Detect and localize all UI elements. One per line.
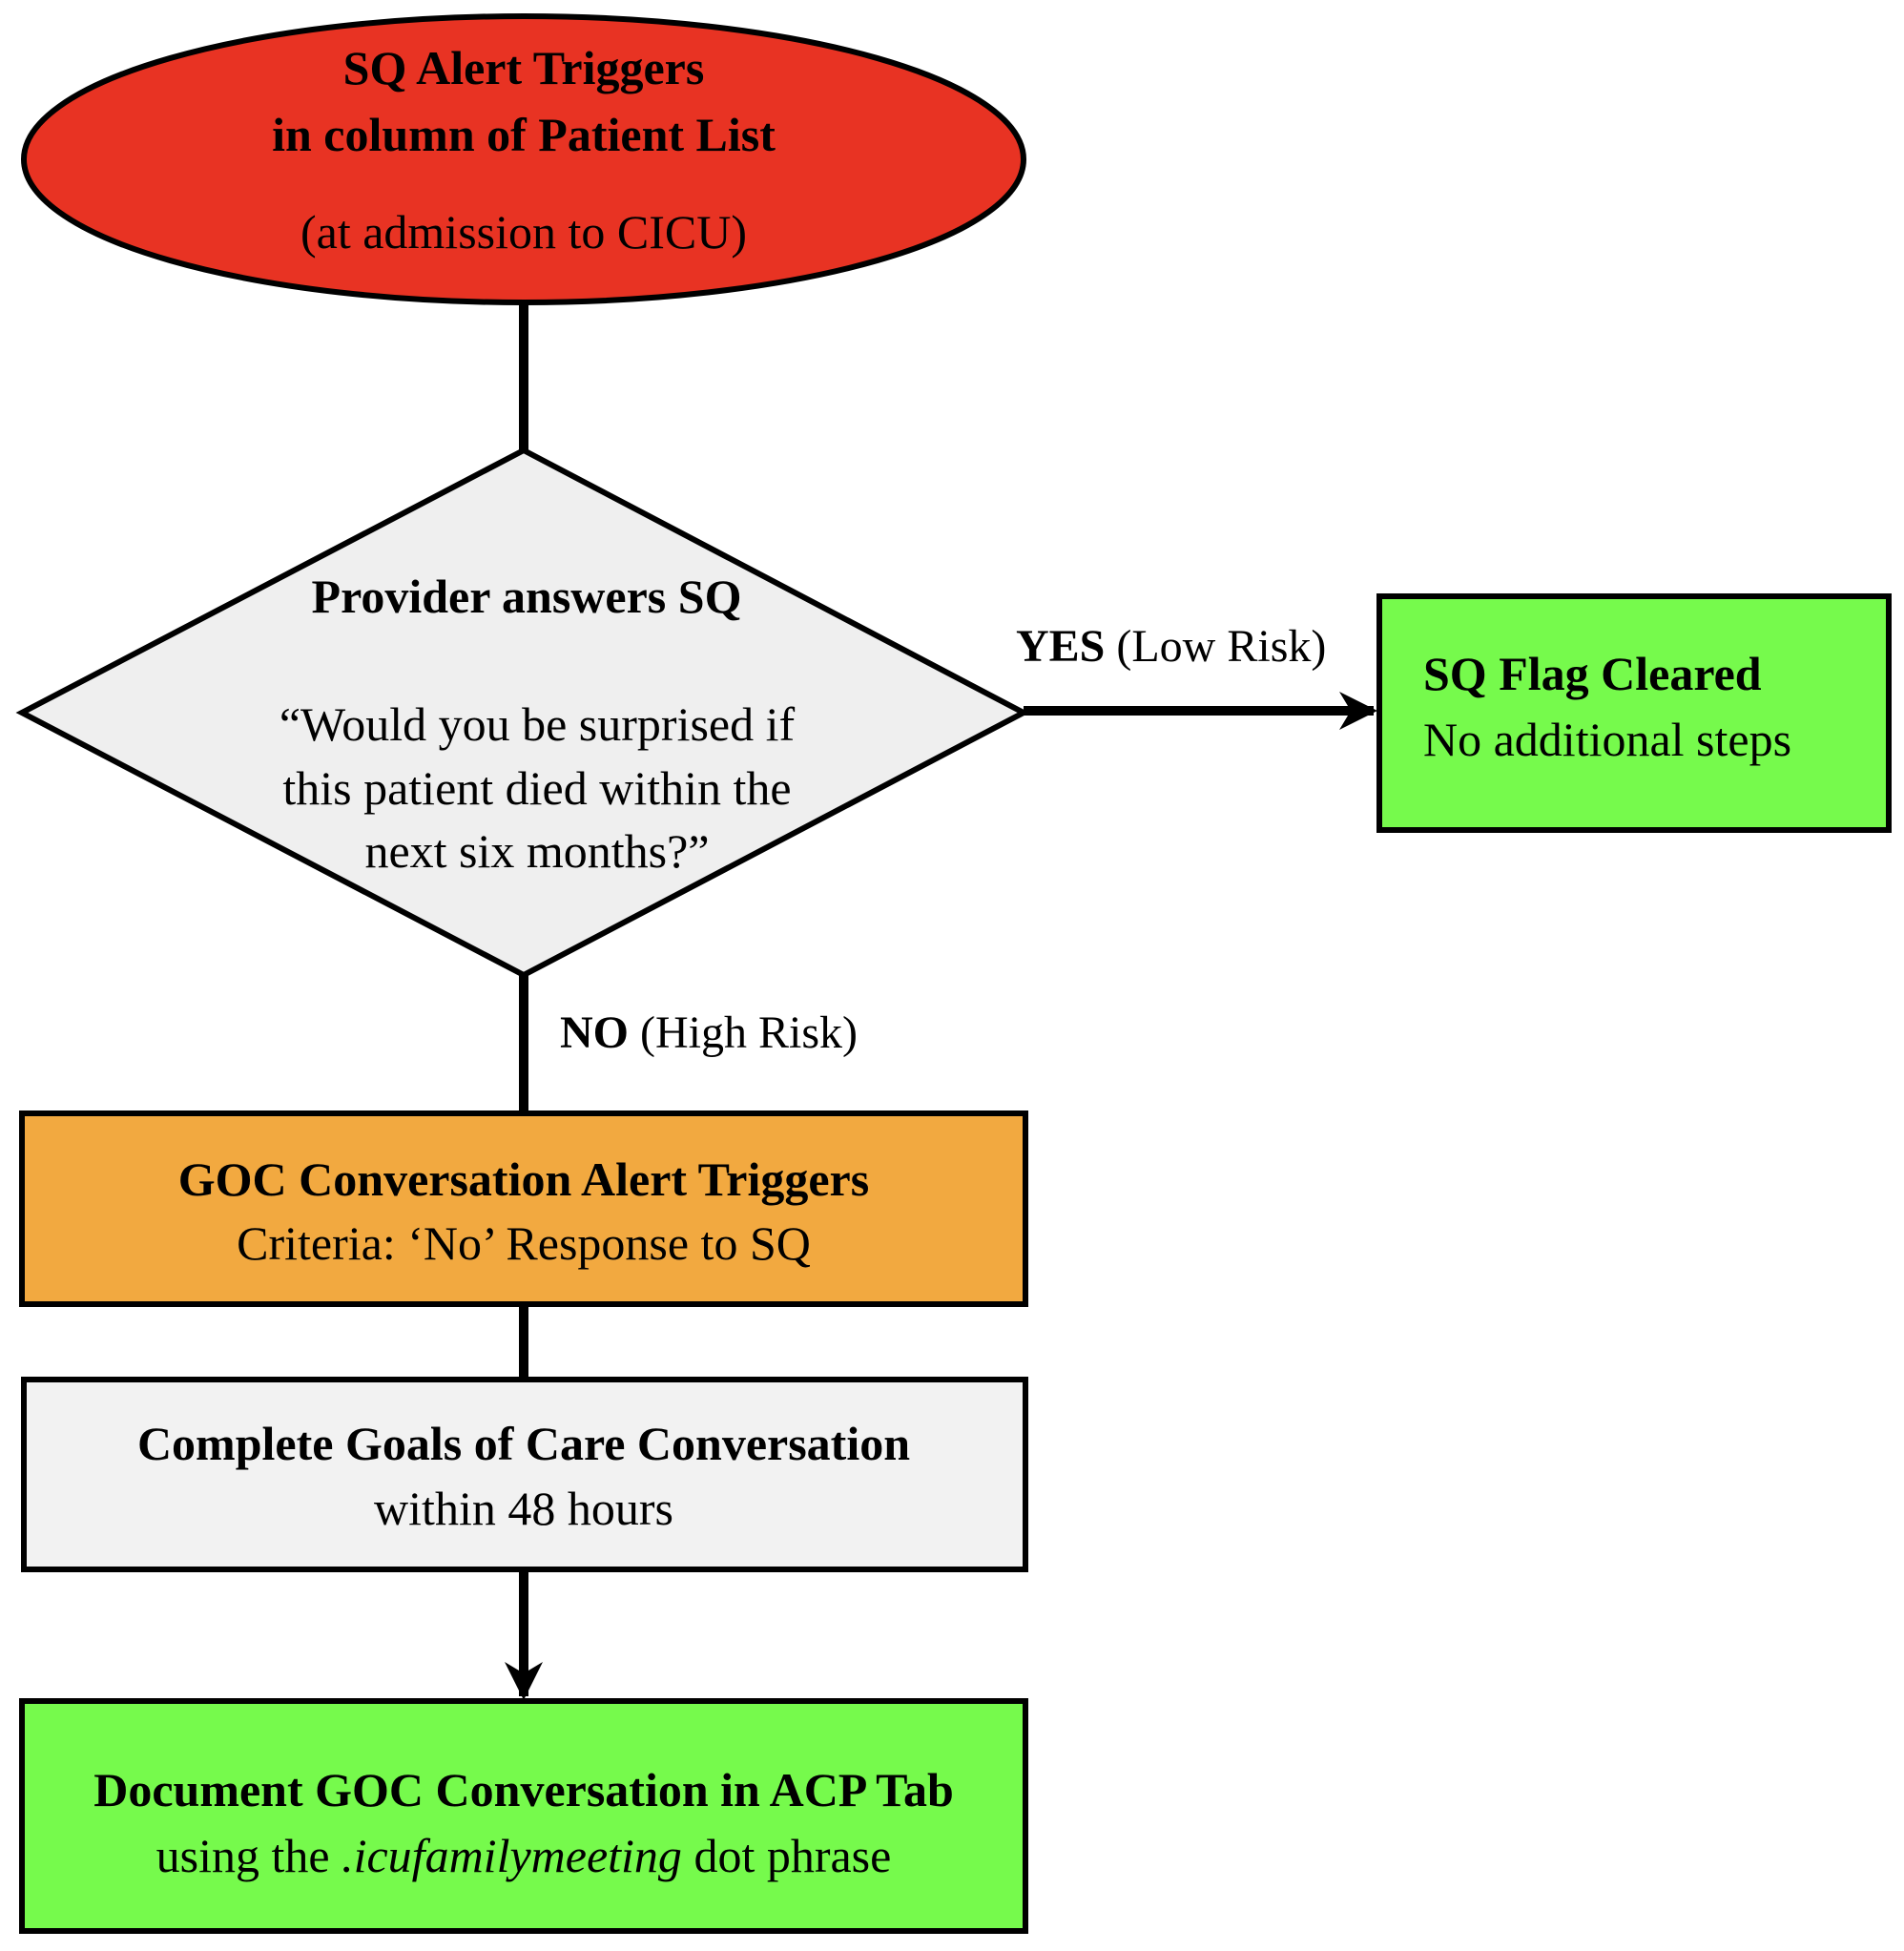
- edge-label-no: NO (High Risk): [560, 1007, 858, 1058]
- edge-label-yes: YES (Low Risk): [1016, 621, 1326, 672]
- goc-alert-subtitle: Criteria: ‘No’ Response to SQ: [237, 1216, 811, 1270]
- decision-question-line2: this patient died within the: [282, 761, 791, 815]
- edge-label-no-rest: (High Risk): [629, 1007, 858, 1058]
- start-ellipse: [21, 13, 1026, 305]
- cleared-title: SQ Flag Cleared: [1423, 647, 1762, 700]
- cleared-box: [1376, 593, 1892, 833]
- complete-subtitle: within 48 hours: [374, 1482, 673, 1535]
- node-decision: Provider answers SQ “Would you be surpri…: [15, 446, 1030, 979]
- edge-label-yes-bold: YES: [1016, 621, 1105, 672]
- node-complete: Complete Goals of Care Conversation with…: [21, 1377, 1028, 1572]
- document-subtitle-dot-phrase: .icufamilymeeting: [341, 1829, 682, 1882]
- node-goc-alert: GOC Conversation Alert Triggers Criteria…: [19, 1110, 1028, 1307]
- complete-box: [21, 1377, 1028, 1572]
- complete-title: Complete Goals of Care Conversation: [137, 1417, 910, 1470]
- cleared-subtitle: No additional steps: [1423, 713, 1791, 766]
- document-subtitle-prefix: using the: [156, 1829, 341, 1882]
- edge-label-yes-rest: (Low Risk): [1105, 621, 1326, 672]
- decision-title: Provider answers SQ: [312, 570, 742, 623]
- start-line1: SQ Alert Triggers: [343, 41, 705, 94]
- node-start: SQ Alert Triggers in column of Patient L…: [21, 13, 1026, 305]
- document-title: Document GOC Conversation in ACP Tab: [93, 1763, 954, 1816]
- decision-question-line3: next six months?”: [364, 824, 709, 878]
- start-line2: in column of Patient List: [272, 108, 776, 161]
- start-line3: (at admission to CICU): [300, 205, 747, 259]
- document-subtitle: using the .icufamilymeeting dot phrase: [156, 1829, 892, 1882]
- node-document: Document GOC Conversation in ACP Tab usi…: [19, 1698, 1028, 1934]
- node-cleared: SQ Flag Cleared No additional steps: [1376, 593, 1892, 833]
- goc-alert-box: [19, 1110, 1028, 1307]
- document-box: [19, 1698, 1028, 1934]
- edge-label-no-bold: NO: [560, 1007, 629, 1058]
- decision-question-line1: “Would you be surprised if: [279, 697, 796, 751]
- document-subtitle-suffix: dot phrase: [682, 1829, 891, 1882]
- goc-alert-title: GOC Conversation Alert Triggers: [178, 1152, 869, 1206]
- decision-diamond: [15, 446, 1030, 979]
